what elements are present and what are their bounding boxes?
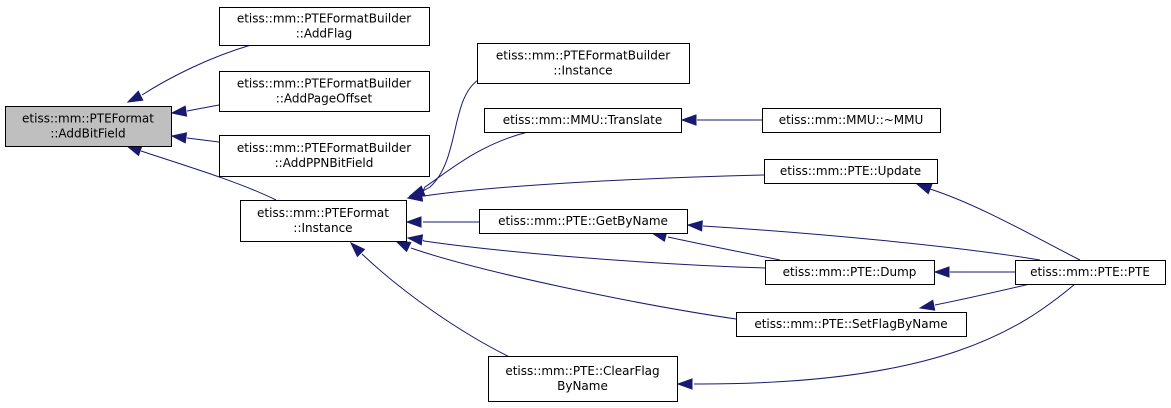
node-pte-getbyname[interactable]: etiss::mm::PTE::GetByName: [479, 209, 688, 234]
node-label-line: etiss::mm::PTEFormatBuilder: [237, 141, 411, 155]
arrow-head-icon: [915, 183, 933, 195]
edge-pte-pte-to-pte-dump: [933, 266, 1015, 278]
node-box[interactable]: [488, 356, 678, 402]
edge-pte-clearflagbyname-to-pteformat-instance: [349, 241, 521, 363]
node-box[interactable]: [762, 108, 941, 133]
node-label-line: ::AddPPNBitField: [275, 156, 374, 170]
node-pte-update[interactable]: etiss::mm::PTE::Update: [764, 159, 938, 184]
node-addpageoffset[interactable]: etiss::mm::PTEFormatBuilder::AddPageOffs…: [219, 71, 430, 112]
edge-line: [667, 236, 781, 261]
node-box[interactable]: [5, 106, 172, 147]
arrow-head-icon: [406, 190, 424, 202]
arrow-head-icon: [125, 145, 143, 157]
node-label-line: ByName: [557, 379, 608, 393]
node-addbitfield[interactable]: etiss::mm::PTEFormat::AddBitField: [5, 106, 172, 147]
edge-addpageoffset-to-addbitfield: [170, 104, 220, 117]
edge-line: [186, 137, 220, 143]
node-label-line: etiss::mm::PTE::ClearFlag: [505, 364, 659, 378]
edge-line: [140, 150, 277, 201]
edge-pte-dump-to-pteformat-instance: [406, 234, 766, 269]
arrow-head-icon: [676, 378, 693, 390]
node-box[interactable]: [479, 209, 688, 234]
edge-line: [422, 131, 529, 192]
node-addflag[interactable]: etiss::mm::PTEFormatBuilder::AddFlag: [219, 7, 430, 46]
edge-line: [410, 247, 737, 320]
edge-addppnbitfield-to-addbitfield: [170, 132, 220, 144]
edge-line: [929, 188, 1081, 261]
node-box[interactable]: [765, 260, 935, 285]
node-box[interactable]: [219, 7, 430, 46]
node-box[interactable]: [477, 43, 690, 84]
node-label-line: etiss::mm::PTE::SetFlagByName: [754, 317, 947, 331]
edge-pte-pte-to-pte-getbyname: [686, 220, 1041, 261]
node-mmu-dtor[interactable]: etiss::mm::MMU::~MMU: [762, 108, 941, 133]
arrow-head-icon: [394, 240, 412, 253]
node-label-line: etiss::mm::PTE::Update: [780, 164, 921, 178]
node-box[interactable]: [764, 159, 938, 184]
edge-addflag-to-addbitfield: [126, 44, 252, 103]
node-pte-pte[interactable]: etiss::mm::PTE::PTE: [1015, 260, 1166, 285]
node-label-line: ::Instance: [293, 221, 352, 235]
node-label-line: ::AddBitField: [50, 127, 125, 141]
node-label-line: etiss::mm::PTEFormatBuilder: [496, 49, 670, 63]
node-label-line: etiss::mm::PTE::GetByName: [498, 214, 668, 228]
nodes-layer: etiss::mm::PTEFormat::AddBitFieldetiss::…: [5, 7, 1166, 402]
node-pte-setflagbyname[interactable]: etiss::mm::PTE::SetFlagByName: [736, 312, 967, 337]
node-mmu-translate[interactable]: etiss::mm::MMU::Translate: [484, 108, 682, 133]
edge-pte-getbyname-to-pteformat-instance: [405, 216, 479, 228]
node-pte-dump[interactable]: etiss::mm::PTE::Dump: [765, 260, 935, 285]
edge-line: [694, 283, 1076, 385]
edge-pte-pte-to-pte-update: [915, 183, 1081, 261]
arrow-head-icon: [686, 220, 703, 232]
edge-pte-dump-to-pte-getbyname: [650, 230, 781, 261]
arrow-head-icon: [680, 114, 697, 126]
node-label-line: etiss::mm::PTEFormat: [22, 112, 154, 126]
node-box[interactable]: [240, 200, 407, 242]
node-label-line: etiss::mm::PTEFormatBuilder: [237, 77, 411, 91]
arrow-head-icon: [406, 234, 424, 246]
node-label-line: etiss::mm::MMU::~MMU: [779, 113, 924, 127]
arrow-head-icon: [126, 90, 144, 103]
edge-pte-pte-to-pte-setflagbyname: [918, 283, 1031, 311]
arrow-head-icon: [170, 132, 188, 144]
node-box[interactable]: [219, 71, 430, 112]
node-addppnbitfield[interactable]: etiss::mm::PTEFormatBuilder::AddPPNBitFi…: [219, 135, 430, 177]
node-box[interactable]: [484, 108, 682, 133]
edge-pte-update-to-pteformat-instance: [406, 174, 765, 202]
edge-pte-pte-to-pte-clearflagbyname: [676, 283, 1076, 390]
edge-line: [423, 174, 765, 197]
edge-line: [186, 104, 220, 112]
arrow-head-icon: [918, 299, 936, 311]
edge-line: [141, 44, 252, 96]
edge-line: [361, 253, 521, 363]
node-label-line: ::Instance: [553, 64, 612, 78]
arrow-head-icon: [170, 105, 188, 117]
node-label-line: etiss::mm::MMU::Translate: [503, 113, 663, 127]
node-label-line: etiss::mm::PTEFormatBuilder: [237, 12, 411, 26]
edge-pte-setflagbyname-to-pteformat-instance: [394, 240, 737, 320]
node-box[interactable]: [1015, 260, 1166, 285]
node-label-line: etiss::mm::PTE::PTE: [1030, 265, 1150, 279]
edge-line: [422, 239, 766, 269]
arrow-head-icon: [405, 216, 422, 228]
node-box[interactable]: [219, 135, 430, 177]
edge-mmu-dtor-to-mmu-translate: [680, 114, 762, 126]
node-box[interactable]: [736, 312, 967, 337]
arrow-head-icon: [933, 266, 950, 278]
node-label-line: ::AddPageOffset: [276, 92, 373, 106]
node-label-line: etiss::mm::PTEFormat: [257, 206, 389, 220]
node-builder-instance[interactable]: etiss::mm::PTEFormatBuilder::Instance: [477, 43, 690, 84]
node-label-line: etiss::mm::PTE::Dump: [783, 265, 917, 279]
node-label-line: ::AddFlag: [296, 27, 353, 41]
arrow-head-icon: [349, 241, 366, 258]
node-pteformat-instance[interactable]: etiss::mm::PTEFormat::Instance: [240, 200, 407, 242]
edge-line: [422, 79, 479, 192]
edge-line: [934, 283, 1031, 306]
edge-line: [702, 225, 1041, 261]
